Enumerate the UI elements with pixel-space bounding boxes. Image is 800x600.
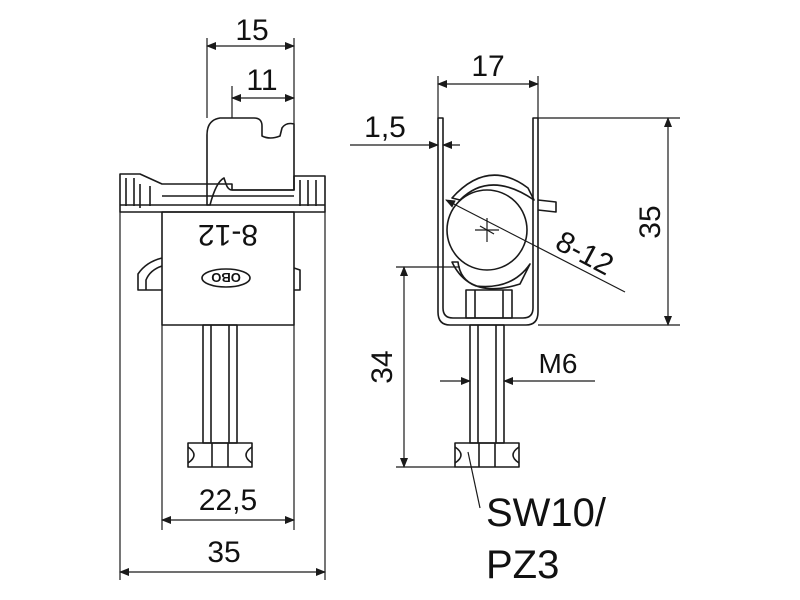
marking-brand: OBO: [211, 270, 241, 285]
dim-sheet-thickness: 1,5: [364, 111, 406, 144]
front-marking: 8-12: [198, 218, 258, 251]
front-right-clip: [293, 267, 301, 291]
front-hex-nut: [187, 442, 253, 468]
side-lower-clip: [451, 261, 531, 290]
dim-drive-line1: SW10/: [486, 491, 607, 535]
dim-drive-line2: PZ3: [486, 543, 559, 587]
side-upper-clip: [451, 174, 535, 201]
marking-range: 8-12: [198, 218, 258, 251]
dim-base-width: 22,5: [199, 484, 257, 517]
side-cable: [446, 189, 528, 271]
side-hex-nut: [454, 442, 520, 468]
dim-bolt-height: 34: [366, 350, 399, 383]
side-dimensions: [350, 76, 680, 509]
dim-top-inner: 11: [246, 64, 277, 97]
dim-clamp-range: 8-12: [550, 225, 619, 282]
side-bracket: [437, 117, 539, 326]
dim-thread: M6: [539, 348, 578, 379]
front-left-clip: [137, 257, 163, 291]
front-dimensions: [119, 38, 326, 580]
dim-clip-height: 35: [634, 205, 667, 238]
dim-top-width: 15: [235, 14, 268, 47]
front-view: [119, 117, 326, 468]
dim-total-width: 35: [207, 536, 240, 569]
dim-side-width: 17: [471, 50, 504, 83]
obo-logo: OBO: [201, 268, 251, 288]
front-bolt-shaft: [202, 324, 238, 444]
side-view: [437, 117, 557, 468]
side-bolt-shaft: [469, 324, 505, 444]
front-hook: [206, 117, 295, 206]
front-band: [119, 173, 326, 213]
